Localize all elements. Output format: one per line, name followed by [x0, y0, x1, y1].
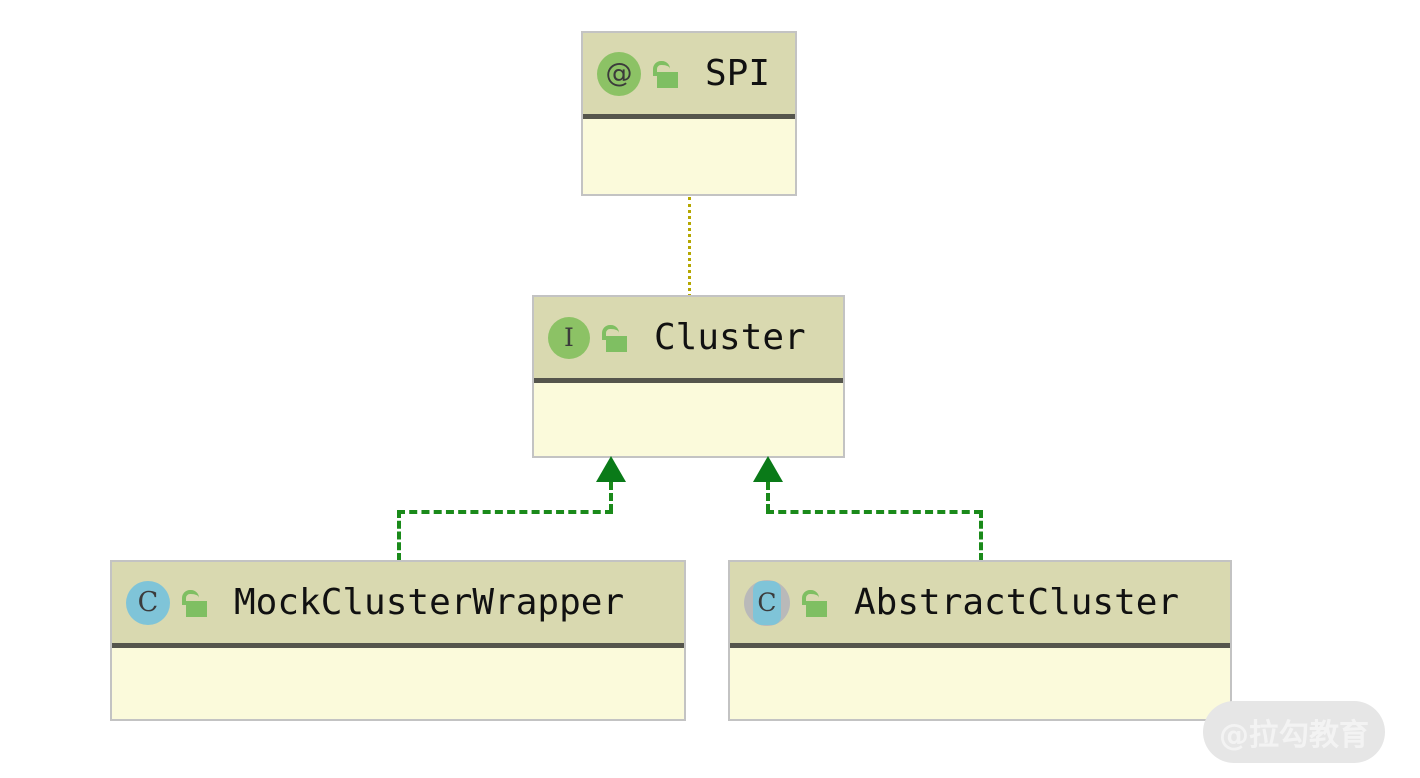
- uml-node-spi-header: @ SPI: [583, 33, 795, 119]
- uml-node-cluster[interactable]: I Cluster: [532, 295, 845, 458]
- interface-glyph: I: [564, 323, 574, 352]
- uml-node-spi-title: SPI: [705, 53, 771, 94]
- edge-mock-cluster-vertical-top: [609, 482, 613, 512]
- edge-spi-cluster: [688, 197, 691, 297]
- watermark-text: @拉勾教育: [1219, 718, 1369, 753]
- edge-abstract-cluster-horizontal: [766, 510, 982, 514]
- uml-node-abstractcluster-header: C AbstractCluster: [730, 562, 1230, 648]
- uml-node-abstractcluster-body: [730, 648, 1230, 714]
- edge-abstract-cluster-vertical-bottom: [979, 510, 983, 561]
- edge-mock-cluster-horizontal: [397, 510, 613, 514]
- class-glyph: C: [137, 587, 159, 618]
- uml-node-spi-body: [583, 119, 795, 189]
- realization-arrowhead-right: [753, 456, 783, 482]
- unlocked-padlock-icon: [178, 586, 208, 620]
- edge-abstract-cluster-vertical-top: [766, 482, 770, 512]
- interface-icon: I: [548, 316, 590, 359]
- uml-node-mockclusterwrapper-body: [112, 648, 684, 714]
- unlocked-padlock-icon: [598, 321, 628, 355]
- uml-node-cluster-header: I Cluster: [534, 297, 843, 383]
- realization-arrowhead-left: [596, 456, 626, 482]
- unlocked-padlock-icon: [649, 57, 679, 91]
- unlocked-padlock-icon: [798, 586, 828, 620]
- edge-mock-cluster-vertical-bottom: [397, 510, 401, 561]
- uml-node-cluster-title: Cluster: [654, 317, 806, 358]
- watermark: @拉勾教育: [1203, 701, 1385, 763]
- uml-node-mockclusterwrapper[interactable]: C MockClusterWrapper: [110, 560, 686, 721]
- abstract-class-icon: C: [744, 579, 790, 626]
- class-icon: C: [126, 580, 170, 625]
- abstract-class-glyph: C: [757, 588, 777, 617]
- annotation-glyph: @: [605, 58, 633, 89]
- uml-node-cluster-body: [534, 383, 843, 451]
- uml-node-spi[interactable]: @ SPI: [581, 31, 797, 196]
- uml-node-mockclusterwrapper-header: C MockClusterWrapper: [112, 562, 684, 648]
- uml-node-abstractcluster[interactable]: C AbstractCluster: [728, 560, 1232, 721]
- uml-node-mockclusterwrapper-title: MockClusterWrapper: [234, 582, 625, 623]
- uml-node-abstractcluster-title: AbstractCluster: [854, 582, 1180, 623]
- annotation-icon: @: [597, 51, 641, 96]
- abstract-class-pill: C: [753, 580, 781, 625]
